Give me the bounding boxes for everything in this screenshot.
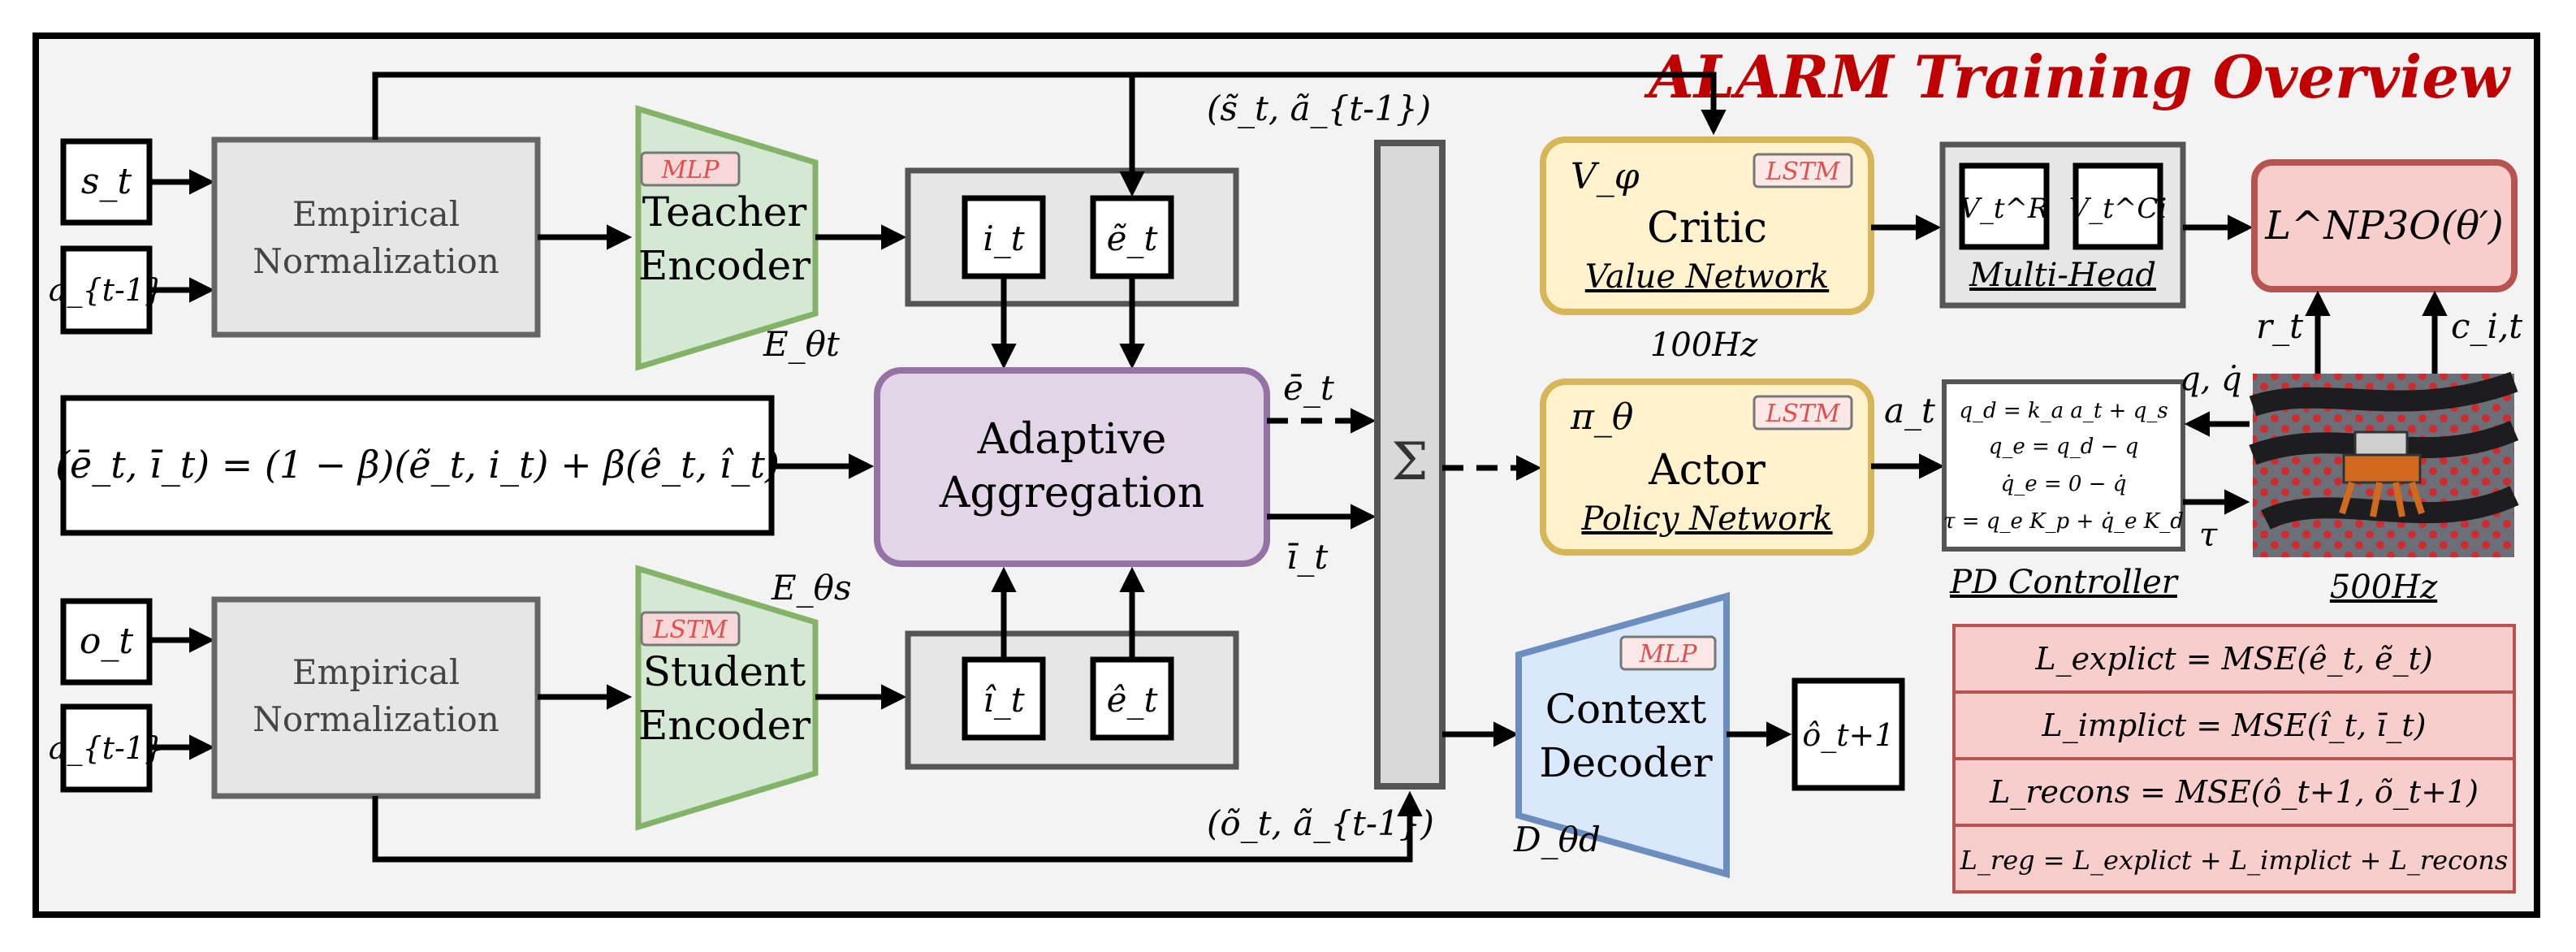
robot-simulation-image	[2249, 371, 2519, 557]
decoder-line1: Context	[1545, 686, 1707, 733]
student-norm-label-2: Normalization	[253, 699, 499, 739]
teacher-implicit-box	[962, 195, 1046, 279]
np3o-loss-box	[2251, 159, 2518, 292]
teacher-normalization-box	[211, 136, 541, 338]
student-implicit-label: î_t	[983, 680, 1024, 720]
pd-eq-2: q_e = q_d − q	[1989, 435, 2139, 459]
decoder-symbol: D_θd	[1513, 820, 1601, 859]
aggregation-formula: (ē_t, ī_t) = (1 − β)(ẽ_t, i_t) + β(ê_t, …	[55, 443, 780, 487]
student-prev-action-label: a_{t-1}	[49, 730, 164, 767]
student-norm-label-1: Empirical	[292, 652, 460, 692]
teacher-prev-action-label: a_{t-1}	[49, 272, 164, 309]
student-latent-group	[905, 630, 1239, 770]
teacher-explicit-box	[1090, 195, 1174, 279]
teacher-explicit-label: ẽ_t	[1107, 219, 1158, 258]
np3o-loss-label: L^NP3O(θ′)	[2264, 203, 2504, 249]
teacher-prev-action-box	[60, 245, 153, 335]
loss-row	[1952, 824, 2516, 894]
value-head-reward: V_t^R	[1960, 193, 2048, 225]
regularization-loss-table: L_explict = MSE(ê_t, ẽ_t) L_implict = MS…	[1952, 624, 2516, 894]
top-privileged-label: (s̃_t, ã_{t-1})	[1207, 89, 1431, 128]
critic-title: Critic	[1647, 204, 1767, 253]
decoder-output-label: ô_t+1	[1802, 717, 1894, 754]
critic-rate: 100Hz	[1650, 327, 1758, 364]
critic-tag	[1753, 153, 1853, 188]
teacher-norm-label-1: Empirical	[292, 194, 460, 234]
pd-eq-3: q̇_e = 0 − q̇	[2001, 472, 2127, 496]
actor-title: Actor	[1648, 446, 1766, 495]
teacher-encoder-tag-text: MLP	[661, 156, 720, 184]
pd-controller-box	[1942, 379, 2185, 552]
torque-label: τ	[2199, 517, 2218, 554]
value-head-reward-box	[1959, 162, 2050, 250]
value-head-cost: V_t^Ci	[2069, 193, 2168, 225]
loss-reg: L_reg = L_explict + L_implict + L_recons	[1960, 845, 2509, 876]
pd-eq-1: q_d = k_a a_t + q_s	[1959, 399, 2168, 423]
critic-tag-text: LSTM	[1765, 158, 1840, 186]
loss-row	[1952, 690, 2516, 760]
cost-label: c_i,t	[2451, 306, 2522, 346]
student-encoder-tag-text: LSTM	[652, 616, 728, 644]
teacher-encoder-symbol: E_θt	[763, 324, 840, 364]
pd-eq-4: τ = q_e K_p + q̇_e K_d	[1943, 509, 2184, 534]
adaptive-aggregation-line2: Aggregation	[939, 469, 1204, 517]
actor-tag	[1753, 395, 1853, 431]
critic-subtitle: Value Network	[1585, 258, 1829, 296]
student-encoder-symbol: E_θs	[771, 568, 852, 608]
teacher-encoder-tag	[640, 151, 741, 187]
actor-symbol: π_θ	[1570, 396, 1633, 438]
student-encoder-line2: Encoder	[638, 702, 810, 749]
decoder-tag	[1619, 635, 1717, 671]
actor-subtitle: Policy Network	[1580, 500, 1832, 538]
bottom-privileged-label: (õ_t, ã_{t-1})	[1207, 803, 1434, 843]
arrow-teacher-privileged-route	[372, 71, 1727, 140]
student-encoder-line1: Student	[643, 648, 806, 695]
student-obs-label: o_t	[80, 621, 133, 662]
agg-implicit-out-label: ī_t	[1286, 537, 1328, 577]
teacher-state-label: s_t	[81, 161, 132, 202]
sum-concat-bar	[1374, 140, 1446, 790]
teacher-state-box	[60, 138, 153, 226]
decoder-output-box	[1792, 677, 1905, 791]
student-obs-box	[60, 598, 153, 686]
pd-controller-label: PD Controller	[1949, 564, 2180, 601]
decoder-tag-text: MLP	[1639, 640, 1698, 669]
teacher-latent-group	[905, 167, 1239, 307]
student-encoder-tag	[640, 611, 741, 647]
robot-state-label: q, q̇	[2180, 361, 2242, 398]
loss-explicit: L_explict = MSE(ê_t, ẽ_t)	[2034, 641, 2432, 677]
adaptive-aggregation-box	[874, 367, 1270, 567]
value-head-cost-box	[2072, 162, 2163, 250]
student-explicit-label: ê_t	[1107, 680, 1158, 720]
critic-symbol: V_φ	[1571, 156, 1640, 197]
multihead-label: Multi-Head	[1969, 257, 2156, 294]
sim-rate: 500Hz	[2330, 569, 2438, 606]
reward-label: r_t	[2256, 306, 2303, 346]
sum-symbol: Σ	[1391, 432, 1428, 492]
teacher-norm-label-2: Normalization	[253, 241, 499, 281]
teacher-implicit-label: i_t	[983, 219, 1024, 258]
student-normalization-box	[211, 596, 541, 799]
agg-explicit-out-label: ē_t	[1283, 368, 1334, 408]
teacher-encoder-line1: Teacher	[642, 188, 807, 236]
loss-implicit: L_implict = MSE(î_t, ī_t)	[2042, 708, 2427, 744]
adaptive-aggregation-line1: Adaptive	[977, 415, 1167, 464]
actor-tag-text: LSTM	[1765, 400, 1840, 428]
decoder-line2: Decoder	[1539, 739, 1712, 786]
diagram-title: ALARM Training Overview	[1644, 42, 2512, 111]
action-label: a_t	[1884, 391, 1935, 431]
loss-recons: L_recons = MSE(ô_t+1, õ_t+1)	[1989, 774, 2479, 811]
teacher-encoder-line2: Encoder	[638, 242, 810, 289]
arrow-student-privileged-route	[372, 790, 1423, 863]
